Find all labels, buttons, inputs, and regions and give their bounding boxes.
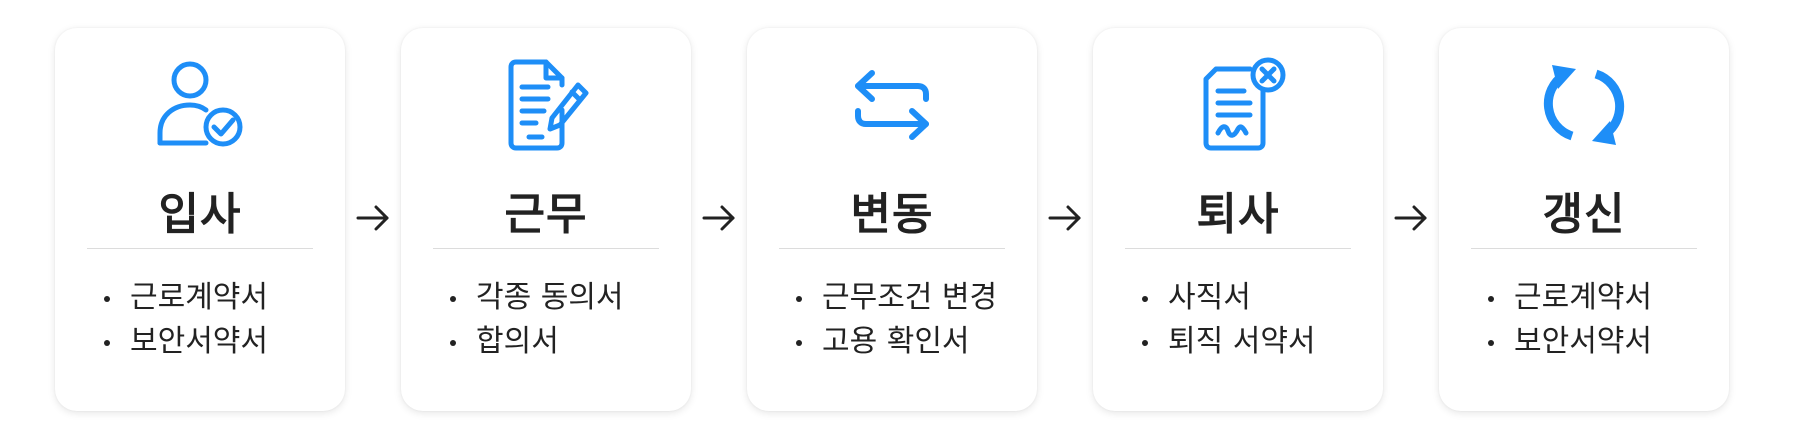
step-card-leave: 퇴사 사직서 퇴직 서약서	[1093, 28, 1383, 411]
divider	[1471, 248, 1697, 249]
document-list: 근로계약서 보안서약서	[1484, 276, 1652, 364]
step-card-change: 변동 근무조건 변경 고용 확인서	[747, 28, 1037, 411]
divider	[433, 248, 659, 249]
step-card-work: 근무 각종 동의서 합의서	[401, 28, 691, 411]
list-item: 근무조건 변경	[792, 276, 997, 320]
divider	[1125, 248, 1351, 249]
list-item: 보안서약서	[1484, 320, 1652, 364]
arrow-right-icon	[1383, 28, 1439, 411]
process-flow: 입사 근로계약서 보안서약서 근무	[55, 28, 1729, 411]
divider	[779, 248, 1005, 249]
list-item: 퇴직 서약서	[1138, 320, 1316, 364]
list-item: 근로계약서	[1484, 276, 1652, 320]
list-item: 합의서	[446, 320, 624, 364]
step-title: 갱신	[1542, 189, 1626, 240]
step-card-join: 입사 근로계약서 보안서약서	[55, 28, 345, 411]
user-check-icon	[55, 55, 345, 155]
document-list: 각종 동의서 합의서	[446, 276, 624, 364]
list-item: 보안서약서	[100, 320, 268, 364]
step-title: 근무	[504, 189, 588, 240]
document-list: 사직서 퇴직 서약서	[1138, 276, 1316, 364]
refresh-icon	[1439, 55, 1729, 155]
exchange-arrows-icon	[747, 55, 1037, 155]
document-cancel-icon	[1093, 55, 1383, 155]
list-item: 사직서	[1138, 276, 1316, 320]
document-list: 근무조건 변경 고용 확인서	[792, 276, 997, 364]
document-edit-icon	[401, 55, 691, 155]
step-card-renew: 갱신 근로계약서 보안서약서	[1439, 28, 1729, 411]
arrow-right-icon	[1037, 28, 1093, 411]
document-list: 근로계약서 보안서약서	[100, 276, 268, 364]
divider	[87, 248, 313, 249]
arrow-right-icon	[691, 28, 747, 411]
arrow-right-icon	[345, 28, 401, 411]
list-item: 근로계약서	[100, 276, 268, 320]
step-title: 입사	[158, 189, 242, 240]
step-title: 변동	[850, 189, 934, 240]
list-item: 고용 확인서	[792, 320, 997, 364]
list-item: 각종 동의서	[446, 276, 624, 320]
step-title: 퇴사	[1196, 189, 1280, 240]
